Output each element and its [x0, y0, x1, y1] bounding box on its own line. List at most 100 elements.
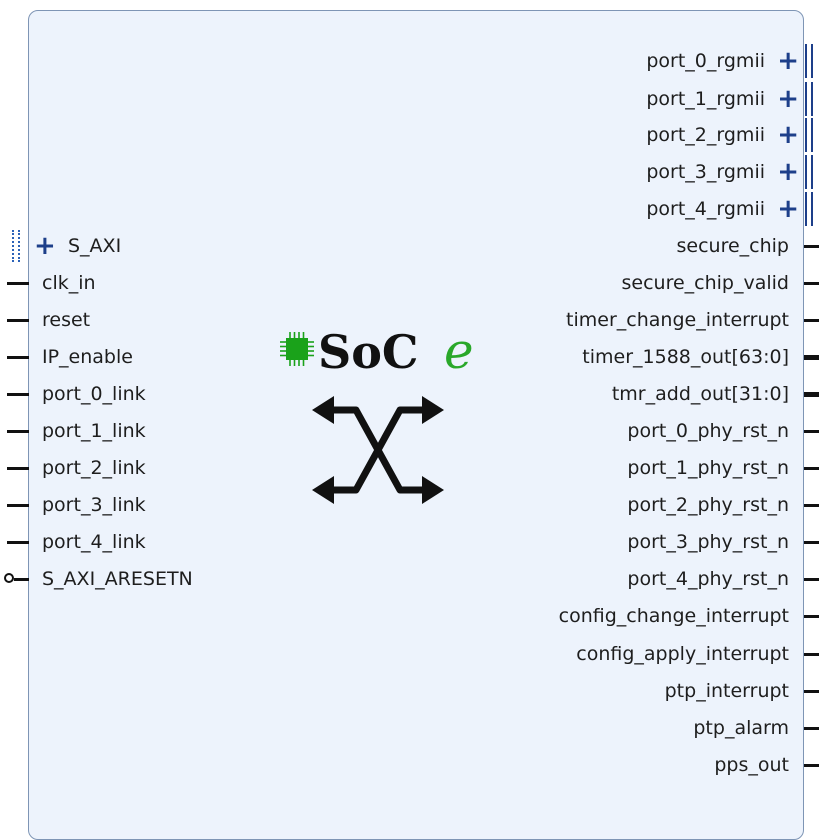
bus-port-pin[interactable] [804, 355, 819, 360]
port-port-2-phy-rst-n[interactable]: port_2_phy_rst_n [0, 492, 819, 518]
port-label: config_apply_interrupt [576, 643, 789, 665]
port-label: clk_in [42, 272, 96, 294]
port-label: ptp_alarm [693, 717, 789, 739]
port-label: port_1_phy_rst_n [627, 457, 789, 479]
bus-bar-icon [804, 155, 807, 189]
port-port-0-link[interactable]: port_0_link [0, 381, 260, 407]
port-pin[interactable] [7, 467, 29, 470]
chip-icon [280, 332, 314, 366]
expand-plus-icon[interactable]: + [777, 194, 799, 224]
port-pin[interactable] [804, 578, 819, 581]
port-pin[interactable] [804, 467, 819, 470]
bus-dotted-icon [18, 230, 20, 262]
logo-text: SoC [318, 325, 419, 379]
port-label: timer_change_interrupt [566, 309, 789, 331]
port-label: port_2_phy_rst_n [627, 494, 789, 516]
port-pin[interactable] [7, 541, 29, 544]
port-pin[interactable] [7, 282, 29, 285]
ip-block[interactable] [28, 10, 804, 840]
expand-plus-icon[interactable]: + [777, 46, 799, 76]
port-pin[interactable] [804, 319, 819, 322]
port-port-1-phy-rst-n[interactable]: port_1_phy_rst_n [0, 455, 819, 481]
bus-interface-s-axi[interactable]: + S_AXI [0, 230, 200, 262]
bus-interface-port-1-rgmii[interactable]: port_1_rgmii + [0, 82, 819, 116]
port-tmr-add-out[interactable]: tmr_add_out[31:0] [0, 381, 819, 407]
port-label: port_4_phy_rst_n [627, 568, 789, 590]
port-label: port_4_link [42, 531, 146, 553]
bus-bar-icon [810, 82, 813, 116]
port-label: ptp_interrupt [664, 680, 789, 702]
bus-interface-port-3-rgmii[interactable]: port_3_rgmii + [0, 155, 819, 189]
port-label: reset [42, 309, 91, 331]
bus-bar-icon [810, 44, 813, 78]
port-label: port_0_link [42, 383, 146, 405]
port-port-4-link[interactable]: port_4_link [0, 529, 260, 555]
port-config-change-interrupt[interactable]: config_change_interrupt [0, 603, 819, 629]
port-label: port_2_link [42, 457, 146, 479]
port-pin[interactable] [7, 393, 29, 396]
port-label: IP_enable [42, 346, 133, 368]
port-pin[interactable] [804, 690, 819, 693]
port-label: port_1_link [42, 420, 146, 442]
port-pin[interactable] [7, 356, 29, 359]
port-label: port_3_link [42, 494, 146, 516]
port-pin[interactable] [804, 615, 819, 618]
port-ptp-alarm[interactable]: ptp_alarm [0, 715, 819, 741]
port-pin[interactable] [804, 430, 819, 433]
port-port-4-phy-rst-n[interactable]: port_4_phy_rst_n [0, 566, 819, 592]
bus-bar-icon [810, 118, 813, 152]
port-label: port_4_rgmii [646, 198, 765, 220]
port-label: config_change_interrupt [558, 605, 789, 627]
bus-bar-icon [804, 44, 807, 78]
bus-interface-port-4-rgmii[interactable]: port_4_rgmii + [0, 192, 819, 226]
port-pin[interactable] [804, 653, 819, 656]
bus-bar-icon [804, 118, 807, 152]
port-secure-chip[interactable]: secure_chip [0, 233, 819, 259]
port-label: S_AXI_ARESETN [42, 568, 193, 590]
port-ip-enable[interactable]: IP_enable [0, 344, 260, 370]
port-label: port_2_rgmii [646, 124, 765, 146]
port-pps-out[interactable]: pps_out [0, 752, 819, 778]
port-pin[interactable] [804, 504, 819, 507]
bus-interface-port-0-rgmii[interactable]: port_0_rgmii + [0, 44, 819, 78]
port-pin[interactable] [804, 541, 819, 544]
port-pin[interactable] [804, 245, 819, 248]
port-label: pps_out [714, 754, 789, 776]
port-s-axi-aresetn[interactable]: S_AXI_ARESETN [0, 566, 260, 592]
bus-interface-port-2-rgmii[interactable]: port_2_rgmii + [0, 118, 819, 152]
port-label: timer_1588_out[63:0] [582, 346, 789, 368]
port-pin[interactable] [7, 504, 29, 507]
port-config-apply-interrupt[interactable]: config_apply_interrupt [0, 641, 819, 667]
port-clk-in[interactable]: clk_in [0, 270, 260, 296]
port-label: port_1_rgmii [646, 88, 765, 110]
port-label: port_0_rgmii [646, 50, 765, 72]
port-pin[interactable] [804, 727, 819, 730]
port-port-1-link[interactable]: port_1_link [0, 418, 260, 444]
bus-port-pin[interactable] [804, 392, 819, 397]
port-pin[interactable] [7, 319, 29, 322]
expand-plus-icon[interactable]: + [34, 231, 56, 261]
port-port-3-link[interactable]: port_3_link [0, 492, 260, 518]
port-label: secure_chip [676, 235, 790, 257]
port-timer-1588-out[interactable]: timer_1588_out[63:0] [0, 344, 819, 370]
port-pin[interactable] [14, 578, 29, 581]
logo-accent-text: e [444, 322, 474, 380]
port-port-2-link[interactable]: port_2_link [0, 455, 260, 481]
port-port-3-phy-rst-n[interactable]: port_3_phy_rst_n [0, 529, 819, 555]
port-pin[interactable] [804, 764, 819, 767]
port-timer-change-interrupt[interactable]: timer_change_interrupt [0, 307, 819, 333]
port-secure-chip-valid[interactable]: secure_chip_valid [0, 270, 819, 296]
port-pin[interactable] [7, 430, 29, 433]
bus-dotted-icon [12, 230, 14, 262]
port-label: secure_chip_valid [621, 272, 790, 294]
soce-logo: SoC e [280, 322, 474, 380]
port-port-0-phy-rst-n[interactable]: port_0_phy_rst_n [0, 418, 819, 444]
bus-bar-icon [804, 192, 807, 226]
port-pin[interactable] [804, 282, 819, 285]
expand-plus-icon[interactable]: + [777, 84, 799, 114]
bus-bar-icon [810, 155, 813, 189]
expand-plus-icon[interactable]: + [777, 157, 799, 187]
port-ptp-interrupt[interactable]: ptp_interrupt [0, 678, 819, 704]
port-reset[interactable]: reset [0, 307, 260, 333]
expand-plus-icon[interactable]: + [777, 120, 799, 150]
